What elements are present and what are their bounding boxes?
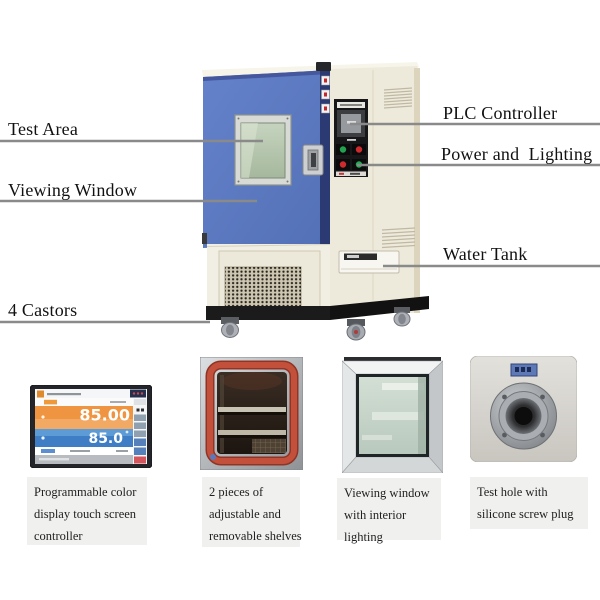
label-test-area: Test Area [8,119,79,139]
screen-logo-icon [37,390,44,398]
test-hole-flange [490,382,557,450]
test-chamber-illustration [202,62,429,341]
caption-line: silicone screw plug [477,507,574,521]
test-hole-photo [470,356,577,462]
vent-grille-top [383,87,413,109]
castor-rear-right [393,307,411,327]
caption-line: Viewing window [344,486,430,500]
label-power-lighting: Power and Lighting [441,144,593,164]
chamber-body-side-edge [414,68,420,313]
shelf [218,407,286,415]
water-tank-drawer [338,250,400,274]
door-viewing-window [234,114,292,186]
chamber-top [202,62,419,77]
feature-card-controller: 85.00 85.0 Programmable color display to… [25,385,152,548]
display-top-value: 85.00 [79,406,130,425]
caption-controller: Programmable color display touch screen … [27,477,147,545]
caption-line: Programmable color [34,485,137,499]
castor-front-right [346,319,366,341]
caption-line: removable shelves [209,529,302,543]
caption-line: adjustable and [209,507,281,521]
shelves-photo [200,357,303,470]
feature-card-shelves: 2 pieces of adjustable and removable she… [200,357,303,548]
door-latch [202,233,207,244]
caption-line: 2 pieces of [209,485,264,499]
machine-base [206,296,429,320]
vent-grille-right-lower [381,227,416,249]
caption-shelves: 2 pieces of adjustable and removable she… [202,477,302,547]
sticker [210,454,216,460]
feature-card-test-hole: Test hole with silicone screw plug [470,356,588,532]
vent-grille-front [224,266,302,309]
door-handle [302,144,324,176]
label-plc-controller: PLC Controller [443,103,558,123]
caption-window: Viewing window with interior lighting [337,478,441,544]
lower-cabinet [202,233,331,318]
window-photo [342,357,443,473]
silicone-plug [514,407,533,425]
caption-line: Test hole with [477,485,548,499]
plc-control-panel [334,99,368,177]
caption-line: controller [34,529,83,543]
screen-side-buttons [134,399,146,464]
callout-lines [0,122,600,324]
caption-test-hole: Test hole with silicone screw plug [470,477,588,529]
model-label [510,363,538,377]
door-hinges [316,62,331,114]
label-viewing-window: Viewing Window [8,180,138,200]
castor-front-left [221,317,239,338]
controller-photo: 85.00 85.0 [30,385,152,468]
shelf [218,430,286,438]
caption-line: with interior [344,508,407,522]
feature-card-window: Viewing window with interior lighting [337,357,443,544]
caption-line: display touch screen [34,507,137,521]
caption-line: lighting [344,530,383,544]
label-castors: 4 Castors [8,300,78,320]
display-bottom-value: 85.0 [88,431,123,447]
label-water-tank: Water Tank [443,244,528,264]
